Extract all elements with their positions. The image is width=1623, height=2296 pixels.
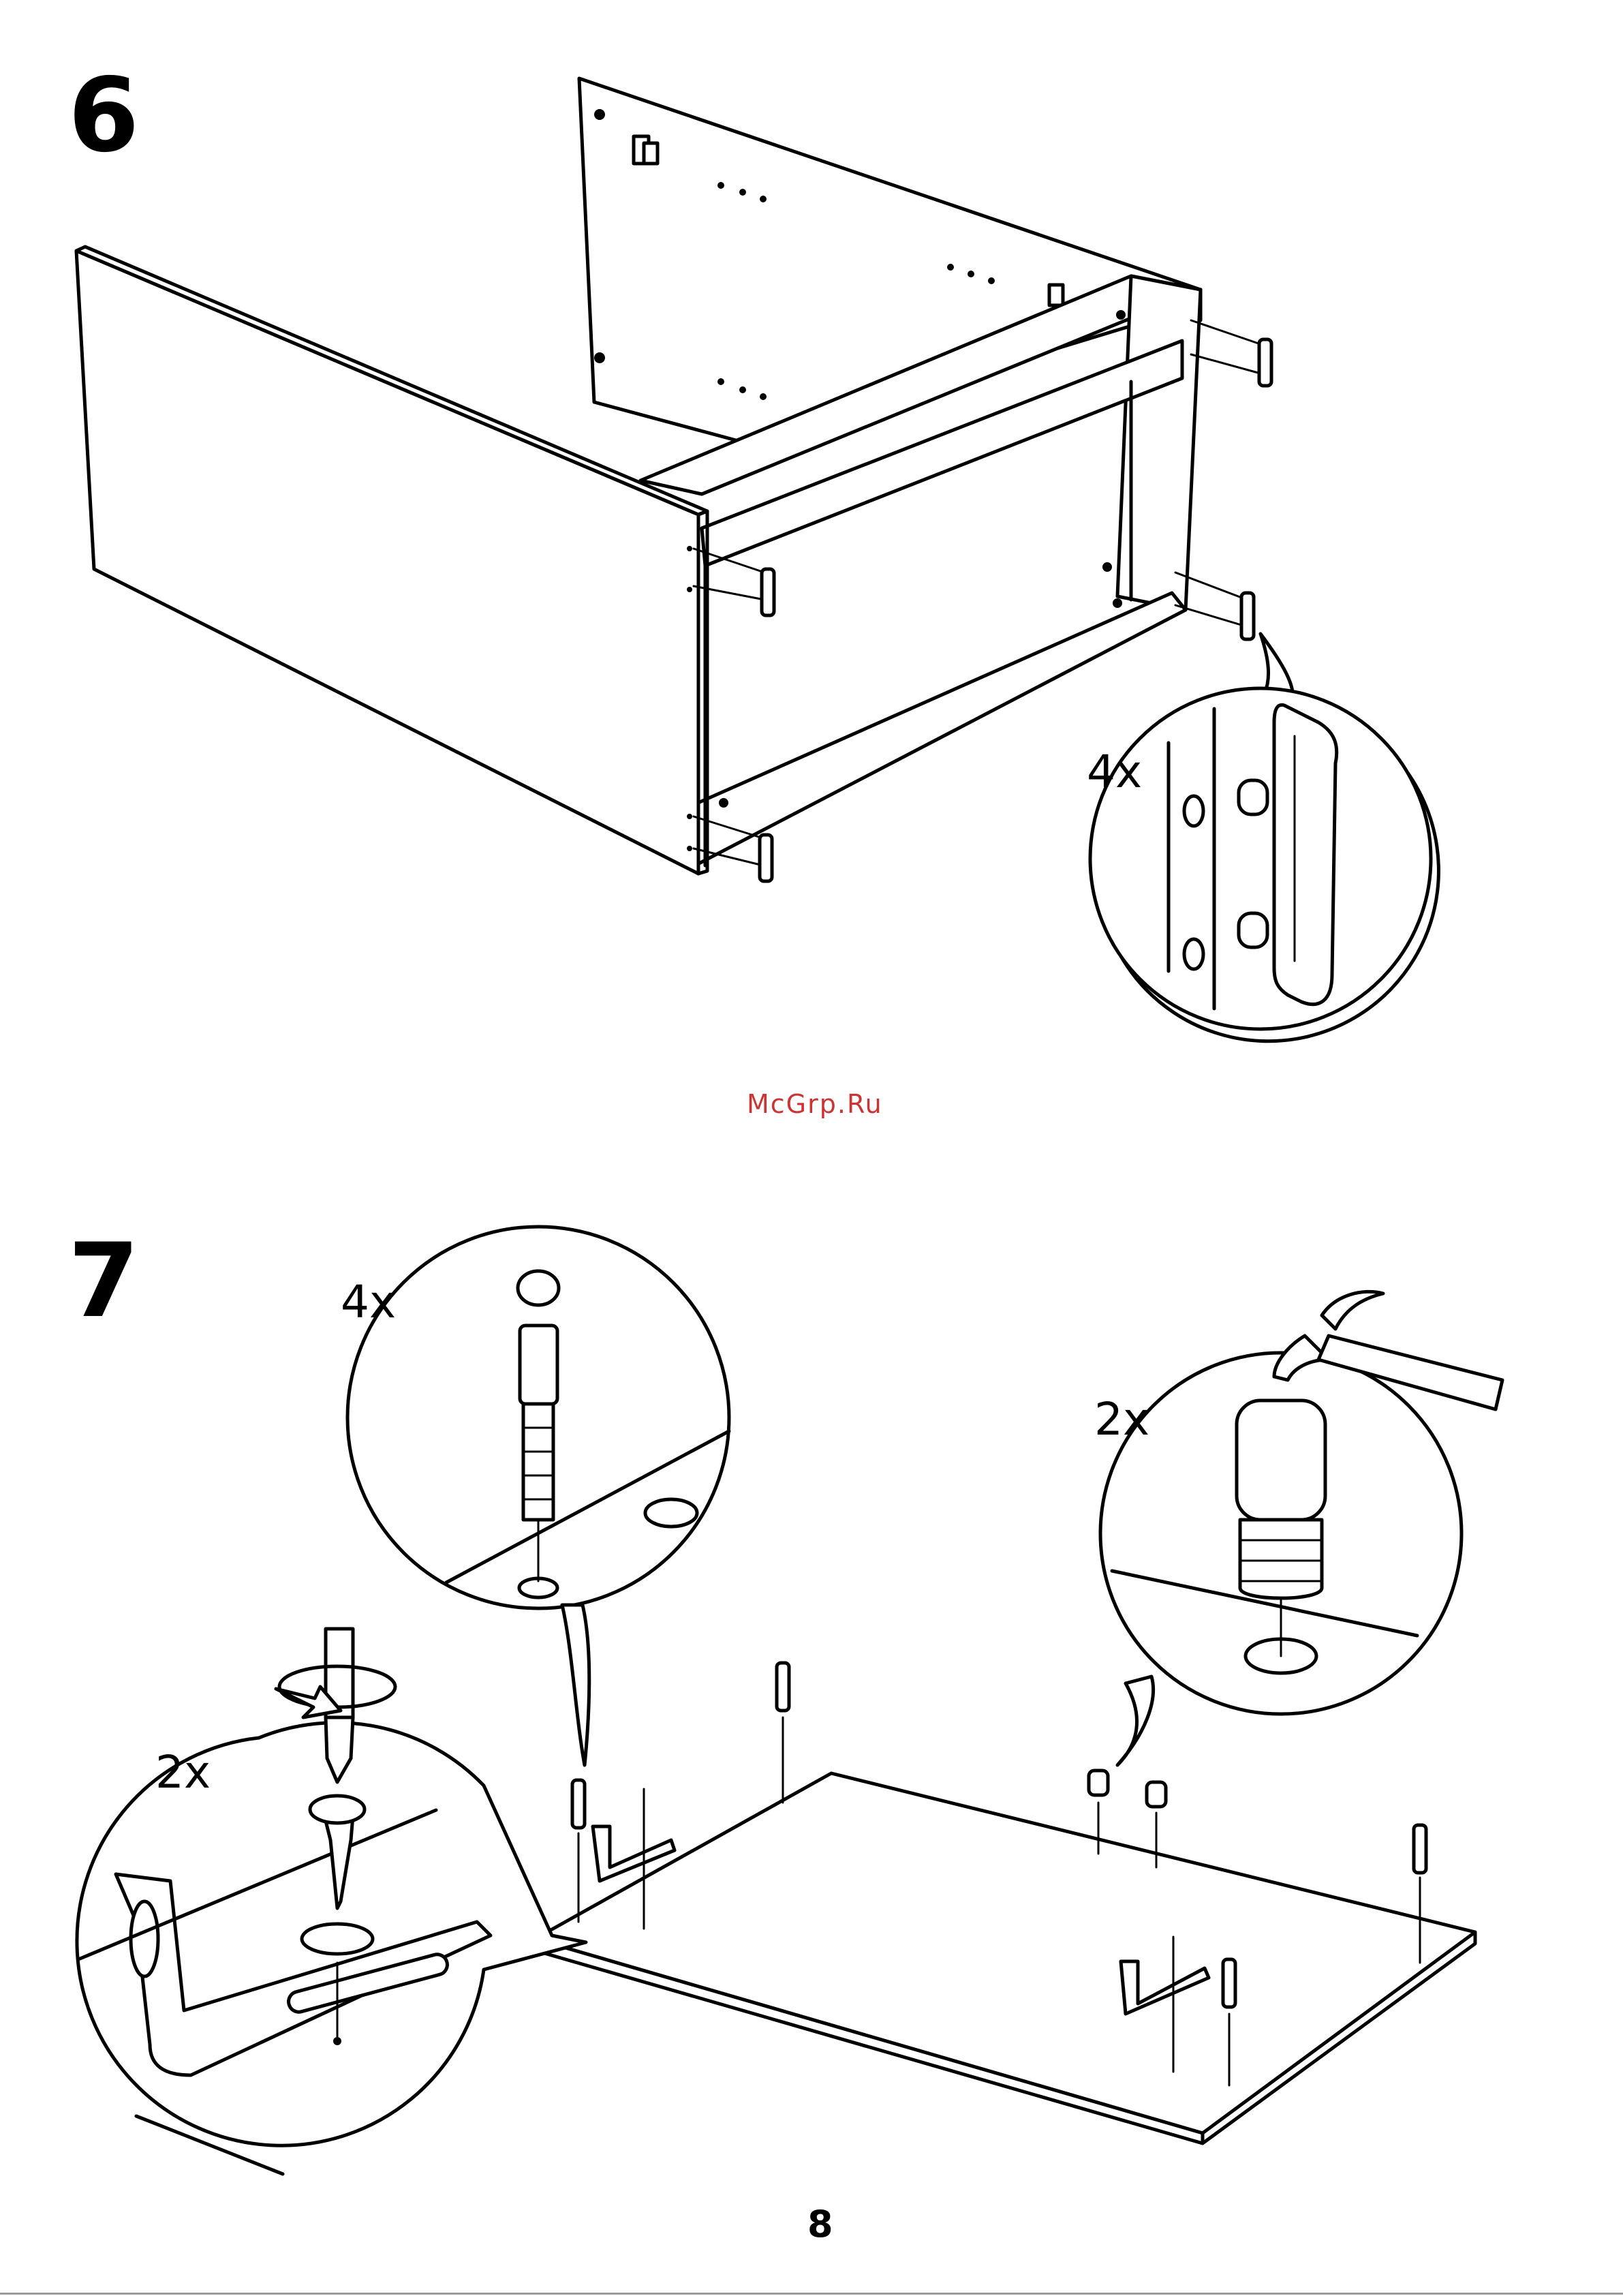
step-7-cap-detail-bubble bbox=[1100, 1353, 1462, 1765]
hinge-plate-icon bbox=[1049, 285, 1063, 305]
watermark: McGrp.Ru bbox=[747, 1089, 883, 1119]
step-7-panel-illustration bbox=[0, 1159, 1623, 2222]
step-6-quantity: 4x bbox=[1087, 750, 1142, 795]
connector-clip-icon bbox=[1191, 320, 1271, 386]
step-7-cap-quantity: 2x bbox=[1094, 1397, 1149, 1442]
step-6-cabinet-illustration bbox=[0, 0, 1623, 1063]
dowel-icon bbox=[777, 1663, 789, 1803]
step-7-screw-detail-bubble bbox=[77, 1723, 586, 2174]
bottom-divider bbox=[0, 2293, 1623, 2295]
dowel-icon bbox=[572, 1780, 585, 1922]
step-6-detail-bubble bbox=[1090, 634, 1438, 1041]
step-7-dowel-detail-bubble bbox=[347, 1227, 729, 1765]
clip-closeup bbox=[1274, 705, 1337, 1004]
step-7-dowel-quantity: 4x bbox=[341, 1280, 396, 1325]
page-number: 8 bbox=[807, 2203, 833, 2246]
step-7-screw-quantity: 2x bbox=[155, 1750, 211, 1795]
cap-closeup bbox=[1237, 1400, 1325, 1520]
